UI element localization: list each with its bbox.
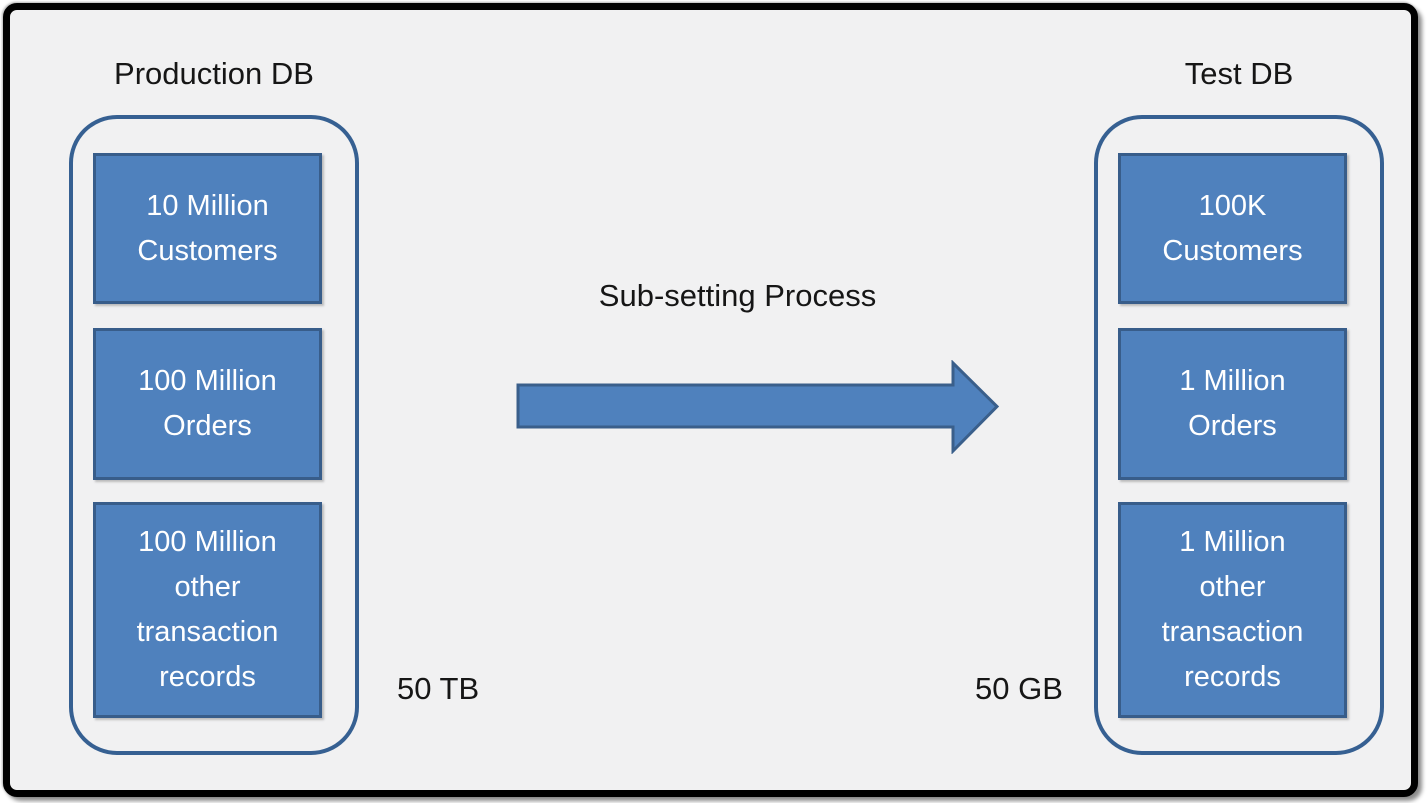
process-label: Sub-setting Process	[598, 278, 877, 313]
right-arrow-icon	[516, 359, 1000, 455]
test-db-title: Test DB	[1184, 56, 1294, 91]
test-db-size-label: 50 GB	[975, 671, 1063, 706]
test-box-orders: 1 Million Orders	[1118, 328, 1347, 480]
production-box-transactions: 100 Million other transaction records	[93, 502, 322, 718]
test-box-customers: 100K Customers	[1118, 153, 1347, 304]
production-db-container	[69, 115, 359, 755]
test-box-transactions: 1 Million other transaction records	[1118, 502, 1347, 718]
production-box-orders: 100 Million Orders	[93, 328, 322, 480]
test-db-container	[1094, 115, 1384, 755]
production-db-size-label: 50 TB	[397, 671, 480, 706]
production-db-title: Production DB	[114, 56, 314, 91]
production-box-customers: 10 Million Customers	[93, 153, 322, 304]
